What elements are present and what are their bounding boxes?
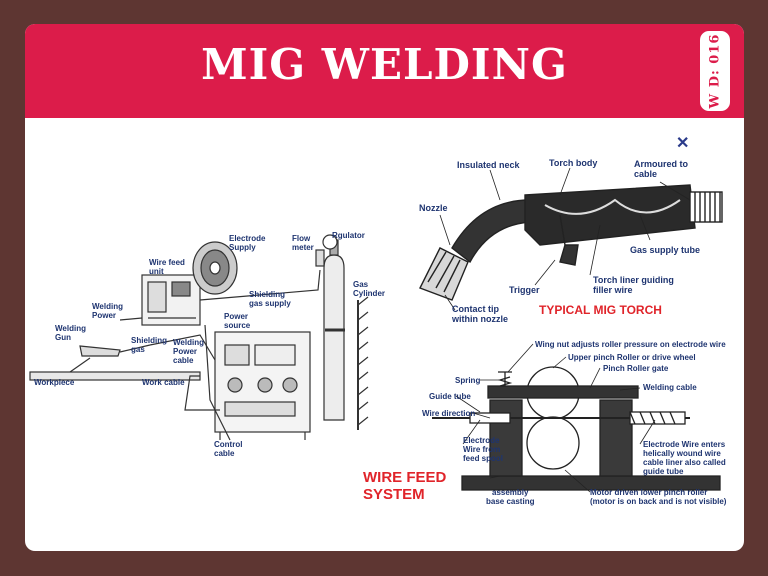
label-insulated-neck: Insulated neck	[457, 160, 520, 170]
label-assembly-base: assembly base casting	[486, 488, 535, 506]
label-welding-gun: Welding Gun	[55, 324, 86, 342]
label-work-cable: Work cable	[142, 378, 185, 387]
label-trigger: Trigger	[509, 285, 540, 295]
label-shielding-gas-supply: Shielding gas supply	[249, 290, 291, 308]
label-workpiece: Workpiece	[34, 378, 75, 387]
regulator	[322, 234, 338, 250]
base-casting	[461, 475, 721, 491]
welding-cable-left	[149, 334, 216, 361]
label-electrode-wire-enters: Electrode Wire enters helically wound wi…	[643, 440, 726, 476]
close-icon[interactable]: ✕	[676, 135, 690, 152]
label-electrode-wire-from: Electrode Wire from feed spool	[463, 436, 504, 463]
label-wire-feed-unit: Wire feed unit	[149, 258, 185, 276]
label-torch-body: Torch body	[549, 158, 598, 168]
title-banner: MIG WELDING W D: 016	[25, 24, 744, 118]
mig-torch-leaders	[439, 167, 691, 311]
label-wing-nut: Wing nut adjusts roller pressure on elec…	[535, 340, 726, 349]
lower-pinch-roller	[526, 416, 580, 470]
page-title: MIG WELDING	[201, 40, 568, 89]
armoured-cable	[689, 191, 723, 223]
label-guide-tube: Guide tube	[429, 392, 471, 401]
label-spring: Spring	[455, 376, 481, 385]
control-cable-left	[204, 324, 231, 441]
torch-trigger	[559, 244, 579, 266]
torch-body	[524, 184, 696, 246]
label-pinch-roller-gate: Pinch Roller gate	[603, 364, 669, 373]
flow-meter	[315, 249, 325, 267]
label-shielding-gas: Shielding gas	[131, 336, 167, 354]
pinch-roller-gate	[487, 385, 639, 399]
label-welding-power: Welding Power	[92, 302, 123, 320]
gas-hose	[199, 269, 321, 301]
work-cable-left	[184, 375, 220, 411]
label-welding-cable: Welding cable	[643, 383, 697, 392]
label-regulator: Rgulator	[332, 231, 365, 240]
mig-torch-drawing	[419, 184, 723, 301]
spring	[497, 376, 513, 387]
label-contact-tip: Contact tip within nozzle	[452, 304, 508, 324]
label-welding-power-cable: Welding Power cable	[173, 338, 204, 365]
torch-neck	[451, 199, 531, 264]
label-upper-pinch-roller: Upper pinch Roller or drive wheel	[568, 353, 696, 362]
label-armoured-to-cable: Armoured to cable	[634, 159, 688, 179]
label-motor-driven: Motor driven lower pinch roller (motor i…	[590, 488, 727, 506]
wire-feed-drawing	[432, 366, 721, 491]
label-gas-cylinder: Gas Cylinder	[353, 280, 386, 298]
right-pillar	[599, 399, 633, 477]
welding-gun	[69, 345, 121, 373]
label-power-source: Power source	[224, 312, 251, 330]
label-control-cable: Control cable	[214, 440, 243, 458]
torch-title: TYPICAL MIG TORCH	[539, 303, 662, 317]
label-wire-direction: Wire direction	[422, 409, 476, 418]
wire-feed-leaders	[455, 343, 656, 493]
wire-feed-title: WIRE FEED SYSTEM	[363, 469, 447, 503]
label-torch-liner: Torch liner guiding filler wire	[593, 275, 674, 295]
label-nozzle: Nozzle	[419, 203, 448, 213]
label-flow-meter: Flow meter	[292, 234, 314, 252]
label-gas-supply-tube: Gas supply tube	[630, 245, 701, 255]
gas-cylinder	[323, 254, 345, 421]
code-badge: W D: 016	[697, 28, 733, 114]
label-electrode-supply: Electrode Supply	[229, 234, 266, 252]
mig-setup-drawing	[29, 234, 369, 441]
